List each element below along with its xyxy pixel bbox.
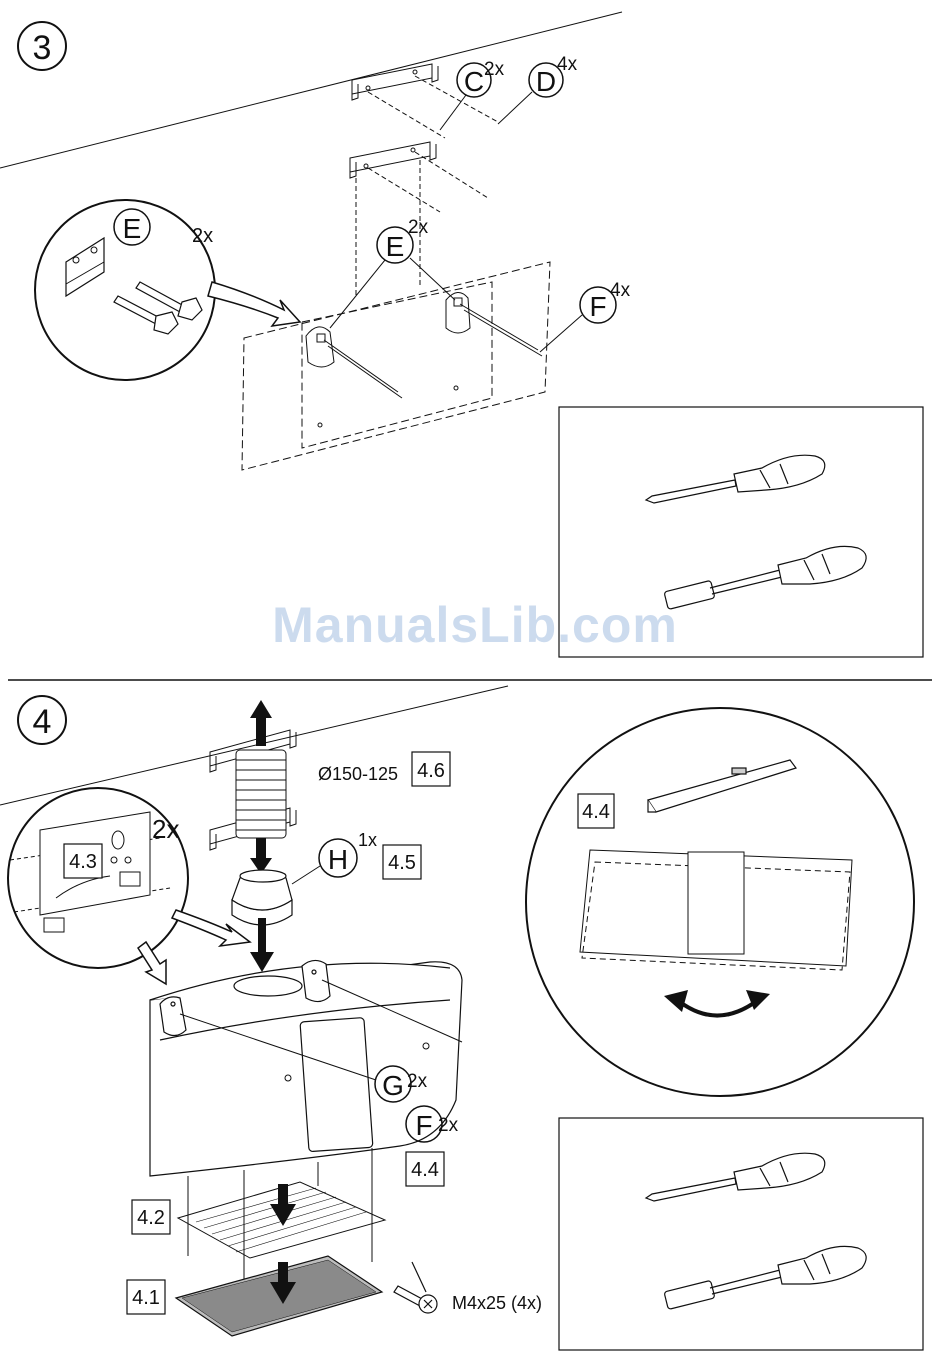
wall-bracket-bottom (350, 142, 436, 178)
detail-circle-4-3: 4.3 2x (8, 788, 188, 968)
m4x25-screw-icon (394, 1262, 437, 1313)
part-f-qty: 4x (610, 280, 631, 301)
bolts-into-panel (324, 304, 542, 398)
duct-size-label: Ø150-125 (318, 764, 398, 784)
hood-back-panel (242, 262, 550, 470)
label-4-3: 4.3 (69, 851, 97, 873)
label-4-4: 4.4 (411, 1159, 439, 1181)
duct-up-arrow (250, 700, 272, 746)
label-box-4-6: 4.6 (412, 752, 450, 786)
duct-down-arrow (250, 838, 272, 874)
label-box-4-4: 4.4 (406, 1152, 444, 1186)
step4-tools-box (559, 1118, 923, 1350)
part-g-qty: 2x (407, 1071, 428, 1092)
leveling-detail-circle: 4.4 (526, 708, 914, 1096)
screw-spec-label: M4x25 (4x) (452, 1293, 542, 1313)
part-label-e: E 2x (330, 217, 455, 328)
hood-body (150, 960, 462, 1176)
part-d-qty: 4x (557, 54, 578, 75)
label-box-4-3: 4.3 (64, 844, 102, 878)
label-4-5: 4.5 (388, 852, 416, 874)
part-e-qty: 2x (408, 217, 429, 238)
flexible-duct (236, 750, 286, 838)
ceiling-line (0, 12, 622, 168)
detail-circle-bolt-e: E 2x (35, 200, 215, 380)
label-4-1: 4.1 (132, 1287, 160, 1309)
part-label-f: F 4x (540, 280, 631, 352)
part-g-letter: G (382, 1070, 404, 1101)
part-h-qty: 1x (358, 830, 377, 850)
detail-qty-label: 2x (152, 814, 179, 844)
label-4-2: 4.2 (137, 1207, 165, 1229)
part-c-qty: 2x (484, 59, 505, 80)
label-box-4-1: 4.1 (127, 1280, 165, 1314)
part-f4-qty: 2x (438, 1115, 459, 1136)
label-box-4-2: 4.2 (132, 1200, 170, 1234)
label-4-4-circle: 4.4 (582, 801, 610, 823)
step4-number-badge: 4 (18, 696, 66, 744)
label-box-4-5: 4.5 (383, 845, 421, 879)
detail-e-qty: 2x (192, 225, 213, 247)
part-label-c: C 2x (440, 59, 505, 130)
bracket-alignment-lines (356, 76, 498, 298)
duct-adapter (232, 870, 292, 925)
detail-arrow (208, 282, 300, 326)
part-f4-letter: F (415, 1110, 432, 1141)
part-label-d: D 4x (498, 54, 578, 124)
step4-section: 4 (0, 686, 923, 1350)
label-4-6: 4.6 (417, 760, 445, 782)
part-label-h: H 1x (292, 830, 377, 884)
label-box-4-4-circle: 4.4 (578, 794, 614, 828)
part-f-letter: F (589, 291, 606, 322)
hood-mount-plates (306, 292, 470, 427)
part-h-letter: H (328, 844, 348, 875)
step3-number-badge: 3 (18, 22, 66, 70)
part-d-letter: D (536, 66, 556, 97)
part-e-letter: E (386, 231, 405, 262)
step3-number: 3 (33, 29, 52, 67)
step3-section: 3 (0, 12, 923, 657)
adapter-down-arrow (250, 918, 274, 972)
watermark: ManualsLib.com (0, 596, 950, 654)
step4-number: 4 (33, 703, 52, 741)
detail-e-letter: E (123, 213, 142, 244)
part-c-letter: C (464, 66, 484, 97)
